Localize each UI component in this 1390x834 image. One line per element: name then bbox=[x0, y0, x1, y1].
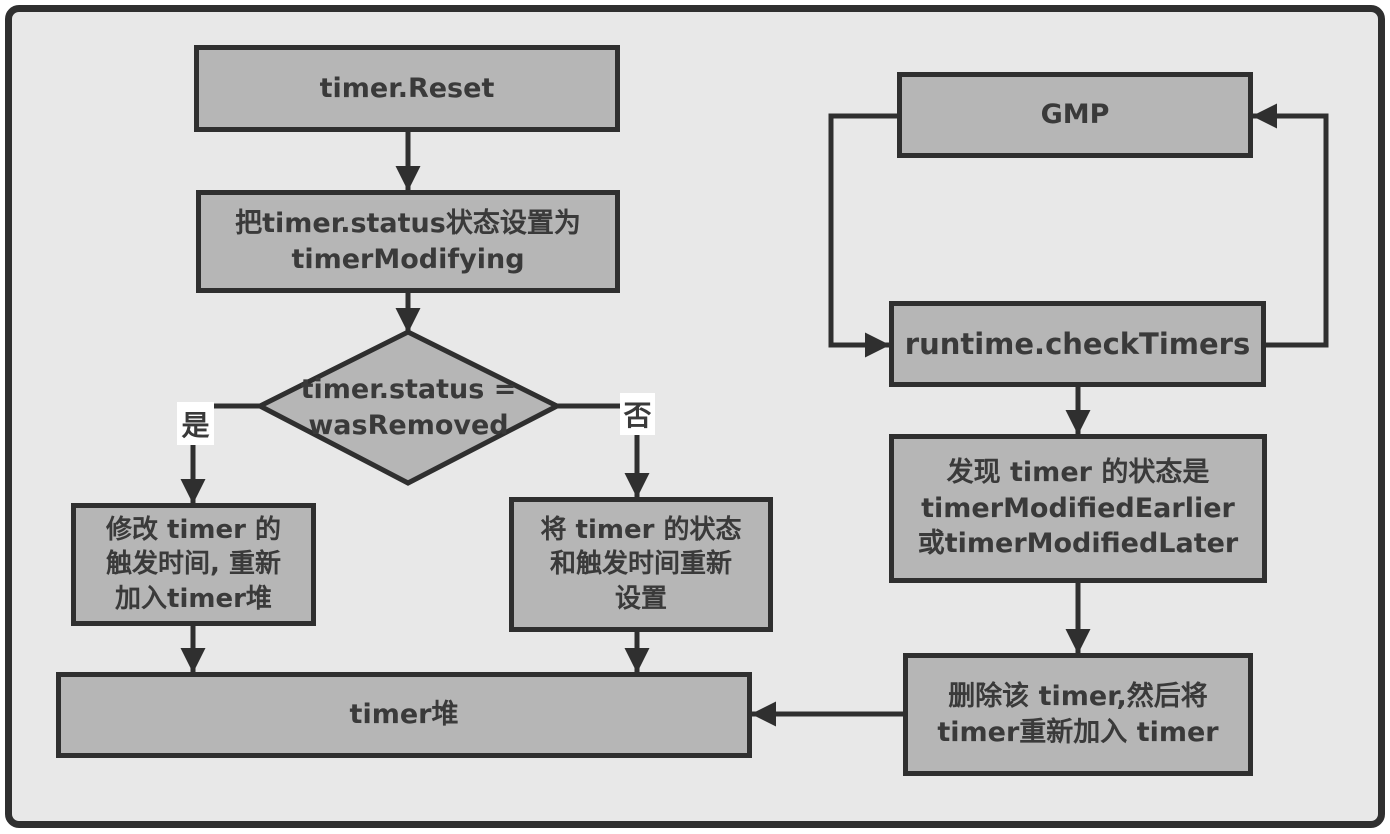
node-timer-reset: timer.Reset bbox=[194, 45, 620, 132]
node-reset-fields-label: 将 timer 的状态 和触发时间重新 设置 bbox=[540, 515, 742, 614]
node-gmp-label: GMP bbox=[1040, 99, 1110, 131]
node-delete-readd: 删除该 timer,然后将 timer重新加入 timer bbox=[903, 653, 1253, 776]
edge-gmp-to-checktimers bbox=[828, 113, 897, 358]
node-check-timers-label: runtime.checkTimers bbox=[904, 326, 1251, 361]
edge-label-no-text: 否 bbox=[623, 399, 652, 432]
node-found-status-label: 发现 timer 的状态是 timerModifiedEarlier 或time… bbox=[917, 457, 1239, 560]
node-set-status-label: 把timer.status状态设置为 timerModifying bbox=[235, 207, 581, 275]
node-gmp: GMP bbox=[897, 72, 1253, 158]
node-delete-readd-label: 删除该 timer,然后将 timer重新加入 timer bbox=[937, 680, 1219, 748]
decision-shape bbox=[254, 329, 563, 486]
node-reset-fields: 将 timer 的状态 和触发时间重新 设置 bbox=[509, 497, 773, 632]
edge-checktimers-to-gmp bbox=[1252, 103, 1329, 348]
node-decision-label: timer.status = wasRemoved bbox=[300, 374, 517, 441]
edge-label-yes: 是 bbox=[177, 402, 214, 445]
node-found-status: 发现 timer 的状态是 timerModifiedEarlier 或time… bbox=[889, 434, 1267, 583]
node-timer-heap-label: timer堆 bbox=[349, 699, 459, 731]
edge-label-yes-text: 是 bbox=[181, 408, 210, 442]
node-set-status: 把timer.status状态设置为 timerModifying bbox=[196, 190, 620, 293]
node-modify-readd: 修改 timer 的 触发时间, 重新 加入timer堆 bbox=[71, 503, 316, 626]
edge-label-no: 否 bbox=[620, 393, 655, 435]
node-decision: timer.status = wasRemoved bbox=[262, 336, 555, 479]
node-check-timers: runtime.checkTimers bbox=[889, 301, 1266, 387]
node-timer-reset-label: timer.Reset bbox=[319, 72, 495, 104]
node-modify-readd-label: 修改 timer 的 触发时间, 重新 加入timer堆 bbox=[106, 515, 281, 614]
node-timer-heap: timer堆 bbox=[56, 672, 752, 758]
